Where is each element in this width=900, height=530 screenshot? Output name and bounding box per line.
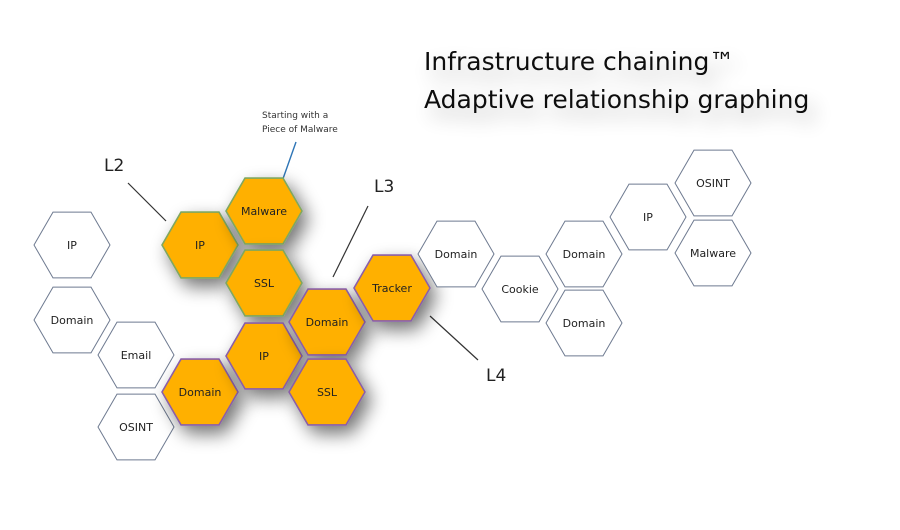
node-label: Domain	[435, 248, 478, 261]
node-label: IP	[67, 239, 77, 252]
level-markers: L2 L3 L4	[104, 156, 506, 386]
node-label: Domain	[306, 316, 349, 329]
node-ssl-l2: SSL	[225, 249, 303, 317]
node-ip: IP	[33, 211, 111, 279]
node-hexagon	[161, 358, 239, 426]
level-label-l2: L2	[104, 156, 124, 176]
node-label: Email	[121, 349, 152, 362]
level-label-l3: L3	[374, 177, 394, 197]
level-l4-leader	[429, 315, 479, 361]
node-hexagon	[545, 289, 623, 357]
node-domain: Domain	[33, 286, 111, 354]
node-label: Malware	[690, 247, 736, 260]
node-hexagon	[97, 393, 175, 461]
annotation-line-2: Piece of Malware	[262, 125, 338, 135]
node-label: IP	[643, 211, 653, 224]
node-osint-right: OSINT	[674, 149, 752, 217]
node-label: Cookie	[501, 283, 539, 296]
node-hexagon	[288, 288, 366, 356]
node-ssl-l3: SSL	[288, 358, 366, 426]
node-ip-right: IP	[609, 183, 687, 251]
node-hexagon	[609, 183, 687, 251]
node-ip-l2: IP	[161, 211, 239, 279]
node-label: IP	[195, 239, 205, 252]
node-ip-l3: IP	[225, 322, 303, 390]
node-hexagon	[225, 322, 303, 390]
node-label: OSINT	[119, 421, 153, 434]
annotation-line-1: Starting with a	[262, 111, 328, 121]
node-tracker: Tracker	[353, 254, 431, 322]
node-hexagon	[288, 358, 366, 426]
title-block: Infrastructure chaining™ Adaptive relati…	[424, 47, 809, 114]
node-hexagon	[225, 249, 303, 317]
node-osint: OSINT	[97, 393, 175, 461]
title-line-1: Infrastructure chaining™	[424, 47, 734, 76]
node-label: SSL	[317, 386, 338, 399]
node-hexagon	[33, 286, 111, 354]
node-hexagon	[97, 321, 175, 389]
node-hexagon	[225, 177, 303, 245]
node-hexagon	[674, 219, 752, 287]
node-hexagon	[481, 255, 559, 323]
node-hexagon	[545, 220, 623, 288]
node-label: Domain	[563, 317, 606, 330]
node-hexagon	[161, 211, 239, 279]
level-l3-leader	[332, 205, 369, 278]
node-label: Domain	[563, 248, 606, 261]
level-l2-leader	[127, 182, 167, 222]
node-email: Email	[97, 321, 175, 389]
node-hexagon	[353, 254, 431, 322]
node-label: Domain	[51, 314, 94, 327]
node-label: Malware	[241, 205, 287, 218]
node-group: IP Domain Email OSINT IP Malware	[33, 149, 752, 461]
node-domain-l4: Domain	[417, 220, 495, 288]
node-malware-start: Malware	[225, 177, 303, 245]
node-domain-right-upper: Domain	[545, 220, 623, 288]
node-domain-right-lower: Domain	[545, 289, 623, 357]
level-label-l4: L4	[486, 366, 506, 386]
node-cookie: Cookie	[481, 255, 559, 323]
node-malware-right: Malware	[674, 219, 752, 287]
node-hexagon	[33, 211, 111, 279]
node-label: Tracker	[371, 282, 412, 295]
node-hexagon	[417, 220, 495, 288]
node-domain-l3-left: Domain	[161, 358, 239, 426]
node-domain-l3: Domain	[288, 288, 366, 356]
node-label: Domain	[179, 386, 222, 399]
node-label: IP	[259, 350, 269, 363]
node-hexagon	[674, 149, 752, 217]
title-line-2: Adaptive relationship graphing	[424, 85, 809, 114]
node-label: OSINT	[696, 177, 730, 190]
node-label: SSL	[254, 277, 275, 290]
